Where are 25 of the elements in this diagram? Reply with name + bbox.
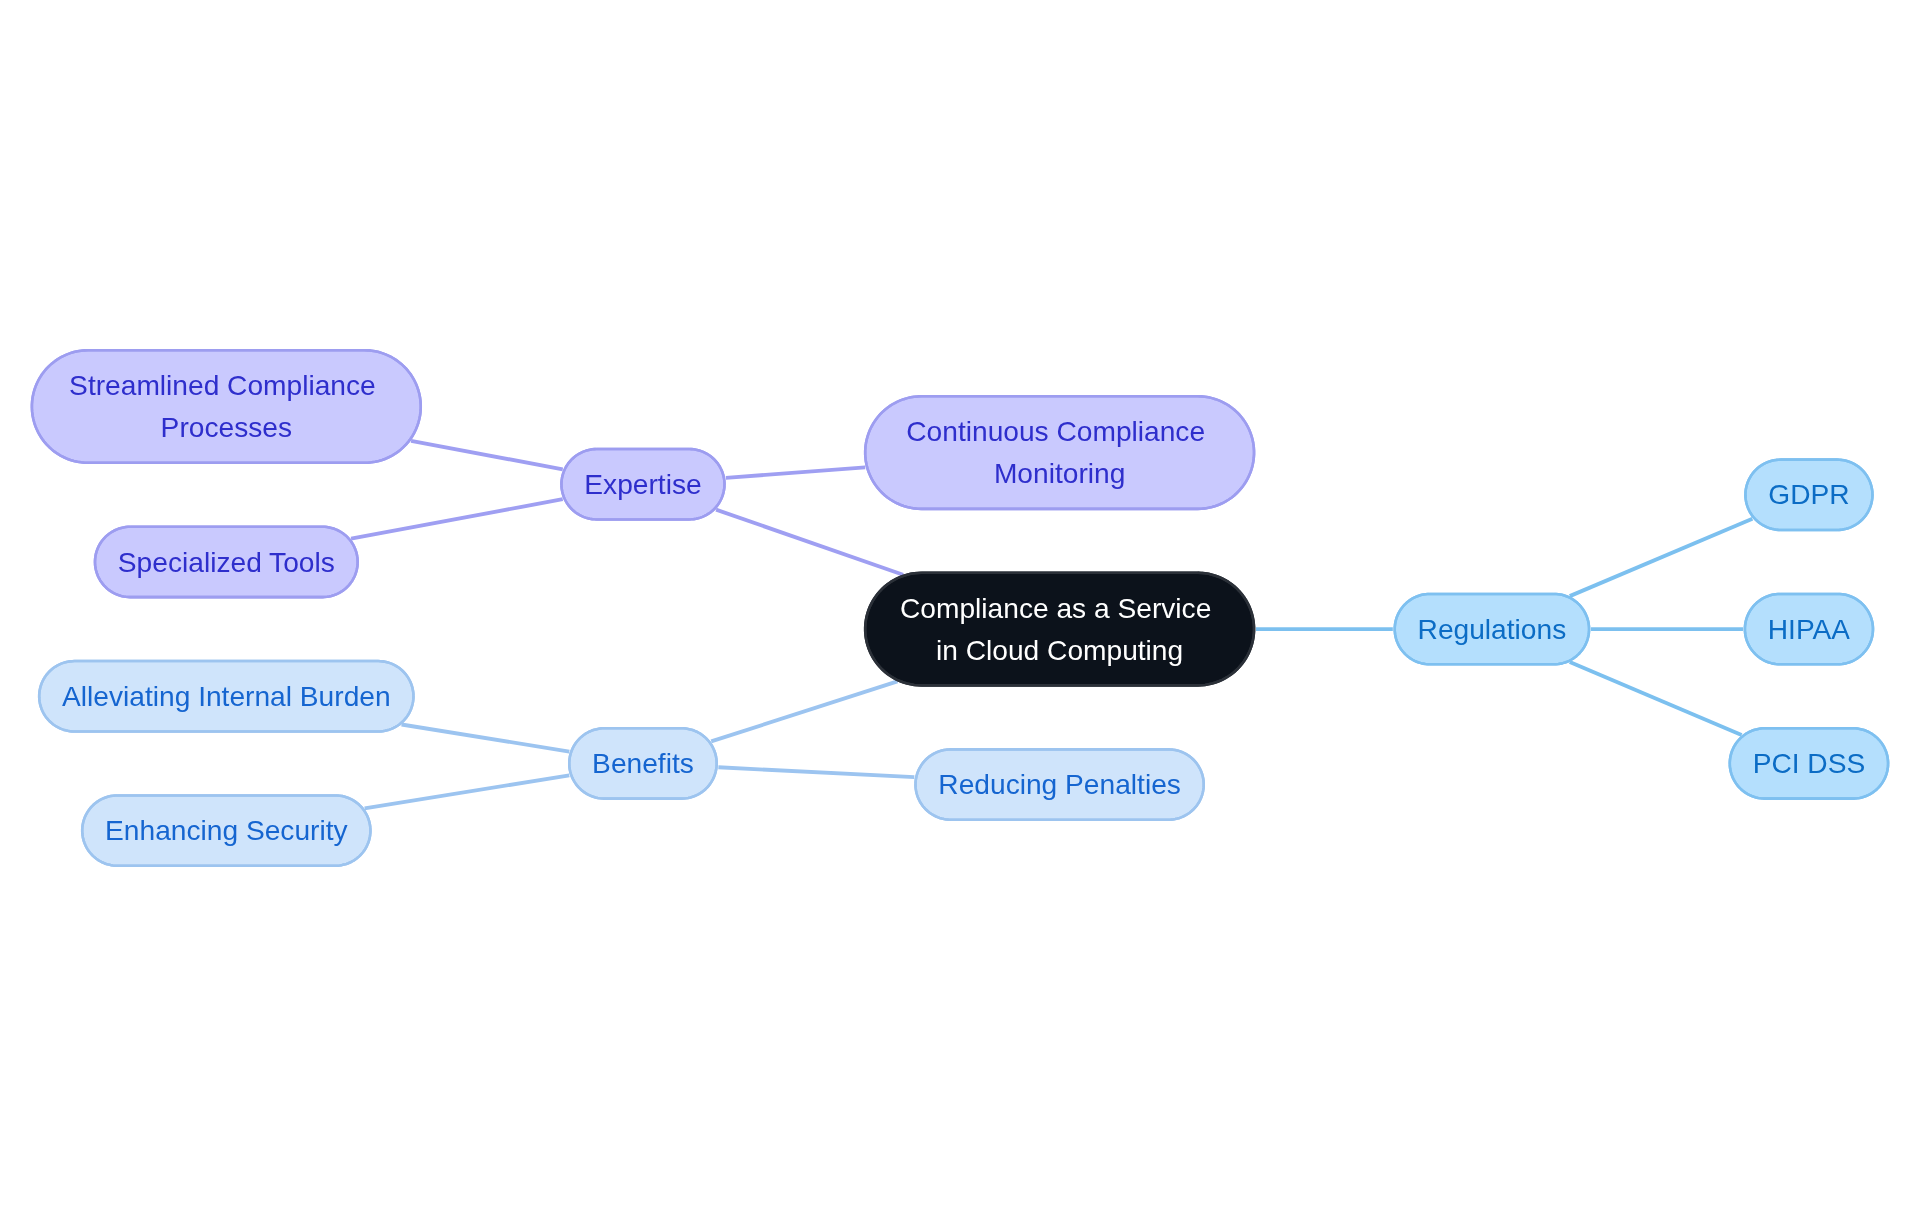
- topic-node: Continuous Compliance Monitoring: [863, 394, 1256, 510]
- connector-line: [1569, 516, 1754, 598]
- topic-node: PCI DSS: [1728, 726, 1890, 800]
- topic-node: Enhancing Security: [80, 793, 372, 867]
- connector-line: [725, 464, 866, 480]
- central-topic-node: Compliance as a Service in Cloud Computing: [863, 571, 1256, 687]
- topic-node: GDPR: [1744, 457, 1874, 531]
- branch-node: Benefits: [568, 726, 718, 800]
- connector-line: [401, 722, 570, 753]
- connector-line: [710, 679, 898, 743]
- topic-node: Reducing Penalties: [914, 747, 1205, 821]
- connector-line: [718, 764, 915, 779]
- topic-node: Specialized Tools: [93, 525, 359, 598]
- branch-node: Regulations: [1393, 592, 1591, 666]
- connector-line: [1569, 659, 1743, 737]
- connector-line: [1591, 626, 1743, 631]
- topic-node: HIPAA: [1743, 592, 1875, 666]
- topic-node: Streamlined Compliance Processes: [30, 348, 422, 464]
- branch-node: Expertise: [560, 447, 726, 521]
- connector-line: [364, 772, 570, 810]
- connector-line: [1255, 626, 1393, 631]
- connector-line: [410, 438, 564, 471]
- connector-line: [715, 507, 904, 576]
- connector-line: [350, 496, 564, 541]
- topic-node: Alleviating Internal Burden: [37, 659, 415, 733]
